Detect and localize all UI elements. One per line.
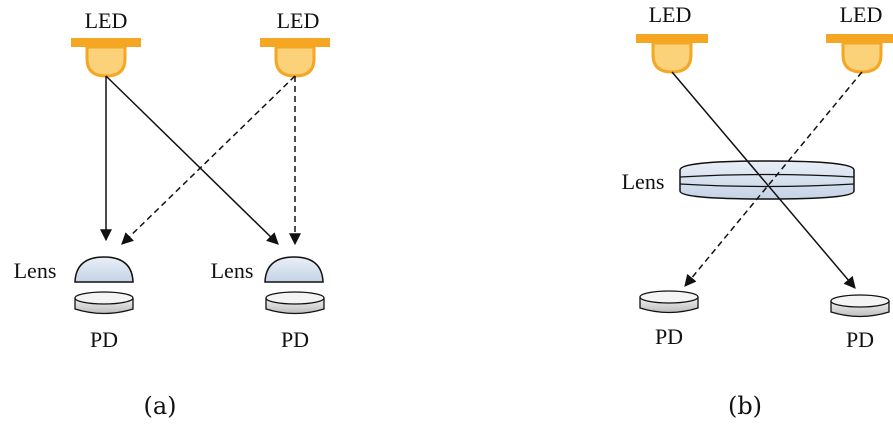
led-right-label: LED <box>277 8 320 33</box>
pd-left-label: PD <box>655 324 683 349</box>
caption-a: (a) <box>143 392 176 420</box>
lens-icon <box>264 256 324 283</box>
photodiode-icon <box>74 291 134 315</box>
led-right-label: LED <box>840 2 883 27</box>
caption-b: (b) <box>728 392 762 420</box>
photodiode-icon <box>265 291 325 315</box>
pd-left-label: PD <box>90 327 118 352</box>
led-icon <box>636 34 708 74</box>
lens-right-label: Lens <box>211 258 254 283</box>
pd-right-label: PD <box>281 327 309 352</box>
panel-a: LED LED Lens Lens PD PD (a) <box>14 8 330 420</box>
panel-b: LED LED Lens PD PD (b) <box>622 2 893 420</box>
led-icon <box>260 38 330 78</box>
dashed-ray <box>684 71 863 287</box>
dashed-ray <box>121 75 296 245</box>
photodiode-icon <box>830 294 890 318</box>
led-left-label: LED <box>649 2 692 27</box>
solid-ray <box>105 75 279 245</box>
led-icon <box>71 38 141 78</box>
photodiode-icon <box>639 290 699 314</box>
solid-ray <box>671 71 856 289</box>
lens-icon <box>679 160 855 200</box>
led-left-label: LED <box>85 8 128 33</box>
lens-icon <box>74 256 134 283</box>
lens-label: Lens <box>622 169 665 194</box>
lens-left-label: Lens <box>14 258 57 283</box>
pd-right-label: PD <box>846 327 874 352</box>
led-icon <box>826 34 893 74</box>
